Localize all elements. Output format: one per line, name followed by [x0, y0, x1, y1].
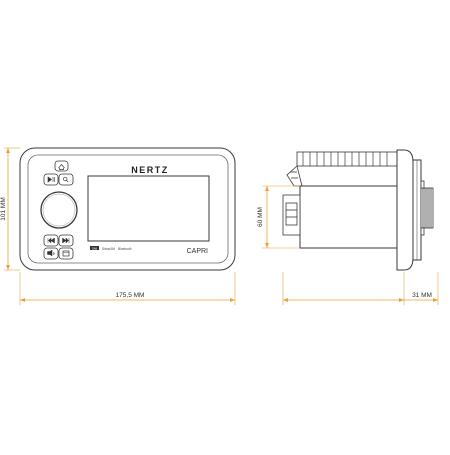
bezel-profile	[396, 149, 422, 271]
volume-knob[interactable]	[40, 191, 78, 229]
front-view: NERTZ CAPRI DAB SiriusXM Bluetooth	[19, 147, 236, 271]
play-pause-button[interactable]	[43, 173, 59, 186]
home-icon	[58, 163, 65, 170]
front-inner-bezel	[27, 154, 229, 264]
brand-logo: NERTZ	[131, 165, 169, 175]
dimension-width-label: 175,5 MM	[116, 292, 145, 299]
heat-sink-fins	[286, 151, 398, 187]
menu-icon	[62, 250, 70, 257]
chassis-body	[299, 185, 398, 249]
knob-profile	[420, 180, 434, 236]
dimension-front-depth-label: 31 MM	[412, 292, 432, 299]
model-name: CAPRI	[187, 248, 208, 255]
side-view	[282, 149, 434, 271]
menu-button[interactable]	[58, 247, 74, 260]
previous-button[interactable]	[43, 234, 59, 247]
dimension-height: 101 MM	[0, 147, 20, 271]
badge-row: DAB SiriusXM Bluetooth	[90, 246, 132, 251]
search-button[interactable]	[58, 173, 74, 186]
badge-siriusxm: SiriusXM	[102, 247, 115, 251]
dimension-height-label: 101 MM	[0, 197, 7, 220]
dimension-front-depth: 31 MM	[404, 272, 439, 305]
badge-bluetooth: Bluetooth	[118, 247, 132, 251]
fin-lines	[302, 152, 388, 166]
next-button[interactable]	[58, 234, 74, 247]
dimension-depth-label: 60 MM	[257, 207, 264, 227]
dimension-width: 175,5 MM	[19, 272, 236, 305]
next-track-icon	[62, 237, 70, 244]
top-button[interactable]	[54, 160, 69, 172]
dab-logo	[90, 246, 99, 250]
dimension-depth-vertical: 60 MM	[257, 185, 300, 249]
badge-dab: DAB	[92, 246, 98, 250]
source-icon	[47, 249, 55, 257]
source-button[interactable]	[43, 247, 59, 260]
display-screen	[87, 175, 210, 242]
dimension-chassis-length	[282, 272, 405, 305]
play-pause-icon	[47, 176, 55, 183]
rear-connector	[282, 194, 301, 236]
previous-track-icon	[47, 237, 55, 244]
search-icon	[63, 176, 68, 182]
